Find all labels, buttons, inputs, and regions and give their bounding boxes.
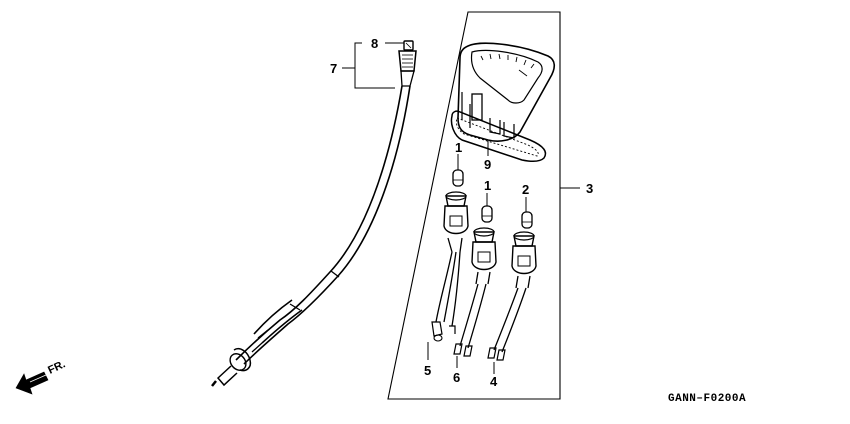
callout-4: 4 [490,374,498,389]
front-label: FR. [46,358,67,376]
bulb-2-right [521,211,533,229]
leader-lines [342,42,580,374]
callout-8: 8 [371,36,378,51]
speedometer-cable [211,40,417,387]
callout-6: 6 [453,370,460,385]
callout-2: 2 [522,182,529,197]
callout-9: 9 [484,157,491,172]
callout-1-left: 1 [455,140,462,155]
callout-1-middle: 1 [484,178,491,193]
socket-6 [453,227,497,357]
callout-5: 5 [424,363,431,378]
bulb-1-middle [481,205,493,223]
socket-4 [487,231,537,361]
rubber-cushion [450,110,547,163]
callout-3: 3 [586,181,593,196]
socket-5 [431,191,469,342]
assembly-outline [387,11,561,400]
front-arrow-icon [15,371,49,395]
callout-7: 7 [330,61,337,76]
meter-case [457,42,556,142]
front-direction-marker: FR. [15,358,67,395]
bulb-1-left [452,169,464,187]
diagram-code: GANN–F0200A [668,393,746,405]
